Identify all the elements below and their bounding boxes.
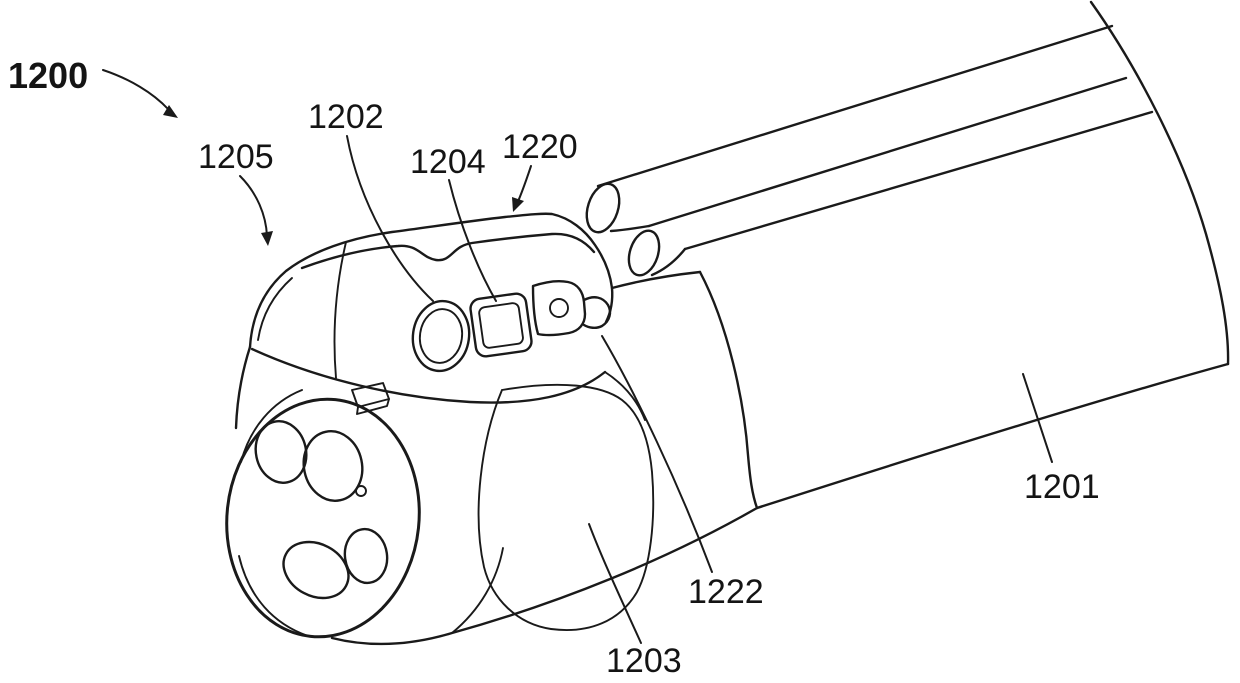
- distal-face: [225, 389, 421, 639]
- tube-end-lower: [627, 229, 661, 277]
- body-bottom-contour: [330, 506, 759, 646]
- housing-left-silhouette: [234, 345, 252, 430]
- face-lens-upper-middle: [302, 430, 364, 502]
- shaft-cable-line-middle: [647, 76, 1128, 228]
- body-panel-seam: [477, 383, 655, 631]
- lens-inner-ring: [418, 308, 464, 364]
- ref-label-1204: 1204: [410, 143, 486, 181]
- face-channel-lower-left: [282, 540, 350, 600]
- face-rim-upper: [240, 389, 303, 463]
- shaft-break-line: [1089, 0, 1230, 366]
- leader-1222: [601, 335, 713, 573]
- housing-outline: [248, 212, 614, 349]
- latch-bracket: [531, 280, 587, 337]
- ref-label-1222: 1222: [688, 573, 764, 611]
- reference-labels: 1200 1205 1202 1204 1220 1201 1222 1203: [8, 55, 1100, 680]
- mid-body-1203: [330, 270, 759, 646]
- shaft-cable-line-top: [596, 24, 1114, 188]
- housing-1205: [234, 212, 646, 430]
- lens-1202: [411, 299, 471, 373]
- tube-upper-lower-edge: [609, 224, 651, 233]
- face-small-port: [355, 485, 367, 497]
- housing-body-transition: [604, 371, 646, 421]
- latch-hook-arm: [582, 296, 612, 329]
- arrow-1200-line: [102, 69, 169, 110]
- housing-cap-divider: [333, 241, 347, 379]
- housing-bottom-edge: [250, 347, 607, 404]
- ref-label-1205: 1205: [198, 138, 274, 176]
- face-channel-lower-right: [343, 527, 389, 585]
- face-outline: [225, 397, 421, 639]
- sensor-window-1204: [469, 292, 533, 358]
- leader-1204: [448, 179, 497, 302]
- shaft-bottom-edge: [755, 362, 1230, 510]
- leader-1203: [588, 523, 642, 644]
- lens-outer-ring: [411, 299, 471, 373]
- leader-1201: [1022, 373, 1053, 463]
- housing-cap-inner-line: [257, 277, 293, 341]
- latch-pivot: [549, 298, 569, 318]
- latch-1220: [531, 280, 612, 337]
- face-rim-lower: [238, 555, 309, 637]
- body-shaft-seam: [698, 270, 759, 510]
- leader-1202: [346, 135, 434, 302]
- arrow-1220-head: [512, 197, 524, 212]
- alignment-tab: [351, 382, 390, 408]
- ref-label-1220: 1220: [502, 128, 578, 166]
- ref-label-1203: 1203: [606, 642, 682, 680]
- face-lens-upper-left: [254, 420, 308, 484]
- ref-label-1201: 1201: [1024, 468, 1100, 506]
- shaft-1201: [596, 0, 1230, 510]
- arrow-1205-head: [261, 231, 273, 246]
- arrow-1200-head: [163, 105, 178, 118]
- tube-end-upper: [585, 182, 621, 234]
- tube-lower-lower-edge: [650, 247, 687, 277]
- ref-label-1202: 1202: [308, 98, 384, 136]
- shaft-top-edge: [683, 110, 1154, 251]
- tip-cylinder-right-edge: [451, 547, 504, 634]
- ref-label-1200: 1200: [8, 55, 88, 96]
- window-inner-frame: [478, 302, 524, 349]
- alignment-tab-depth: [356, 398, 390, 415]
- cable-tubes: [585, 182, 687, 277]
- arrow-1205-line: [239, 175, 268, 237]
- housing-ridge-wave: [300, 232, 596, 270]
- leader-lines: [102, 69, 1053, 644]
- window-outer-frame: [469, 292, 533, 358]
- body-top-edge: [610, 270, 702, 290]
